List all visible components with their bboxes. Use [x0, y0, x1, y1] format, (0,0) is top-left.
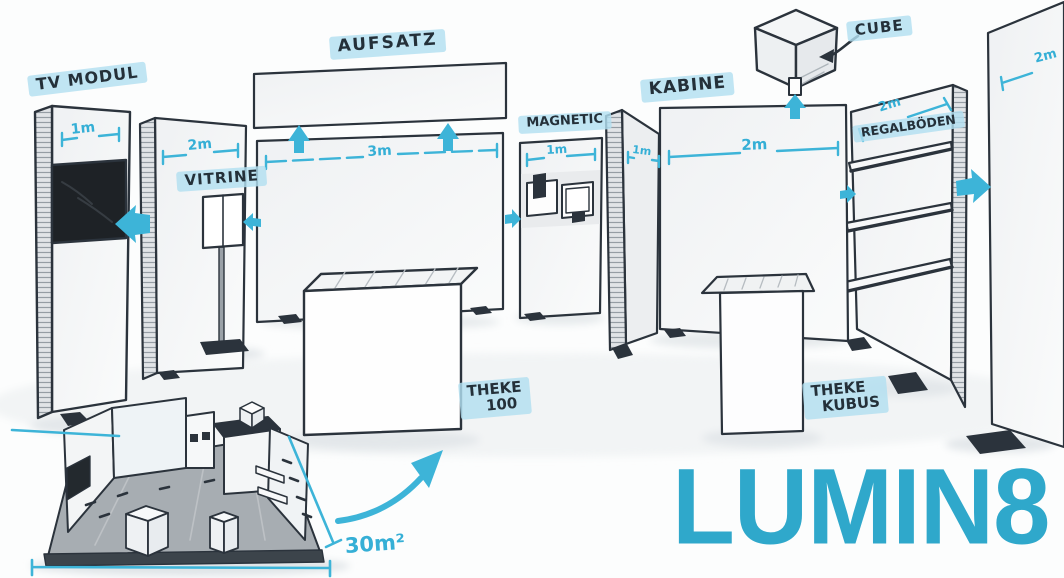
cube-3d: [753, 8, 839, 96]
magnetic-width-label: 1m: [545, 141, 568, 157]
area-arrow-icon: [335, 450, 443, 524]
aufsatz-top-panel: [252, 61, 508, 130]
mount-arrow-up2-icon: [437, 123, 459, 151]
right-side-panel: [966, 0, 1064, 454]
tv-modul-panel: [33, 104, 132, 426]
theke-100-counter: [302, 266, 479, 437]
cube-mount-arrow-up-icon: [784, 94, 806, 119]
theke-100-label: THEKE 100: [458, 376, 532, 420]
kabine-side-width-label: 1m: [631, 143, 653, 159]
shelf-arrow-right-small-icon: [840, 185, 856, 203]
vitrine-width-label: 2m: [187, 135, 213, 154]
lumin8-logo: LUMIN8: [672, 445, 1050, 567]
floorplan-miniature: [43, 397, 325, 567]
magnetic-panel: [518, 136, 604, 321]
kabine-side-panel: [604, 108, 661, 359]
mount-arrows: [115, 94, 991, 243]
wall-width-label: 3m: [367, 142, 393, 160]
attach-arrow-left-icon: [115, 205, 150, 243]
theke-kubus-label: THEKE KUBUS: [802, 375, 889, 420]
tv-modul-width-label: 1m: [70, 119, 96, 138]
regalboeden-shelf-panel: [843, 83, 969, 409]
theke-kubus-pedestal: [700, 272, 816, 436]
floorplan-dimensions: [10, 428, 343, 578]
theke-100-label-line2: 100: [485, 394, 519, 415]
attach-arrow-right-icon: [505, 209, 521, 228]
shelf-arrow-right-icon: [956, 169, 991, 203]
theke-kubus-label-line2: KUBUS: [821, 392, 881, 416]
vitrine-display-case: [200, 192, 249, 355]
floor-area-label: 30m²: [344, 529, 406, 558]
kabine-front-width-label: 2m: [740, 135, 768, 154]
mount-arrow-up-icon: [288, 125, 310, 153]
attach-arrow-left-small-icon: [243, 213, 261, 231]
